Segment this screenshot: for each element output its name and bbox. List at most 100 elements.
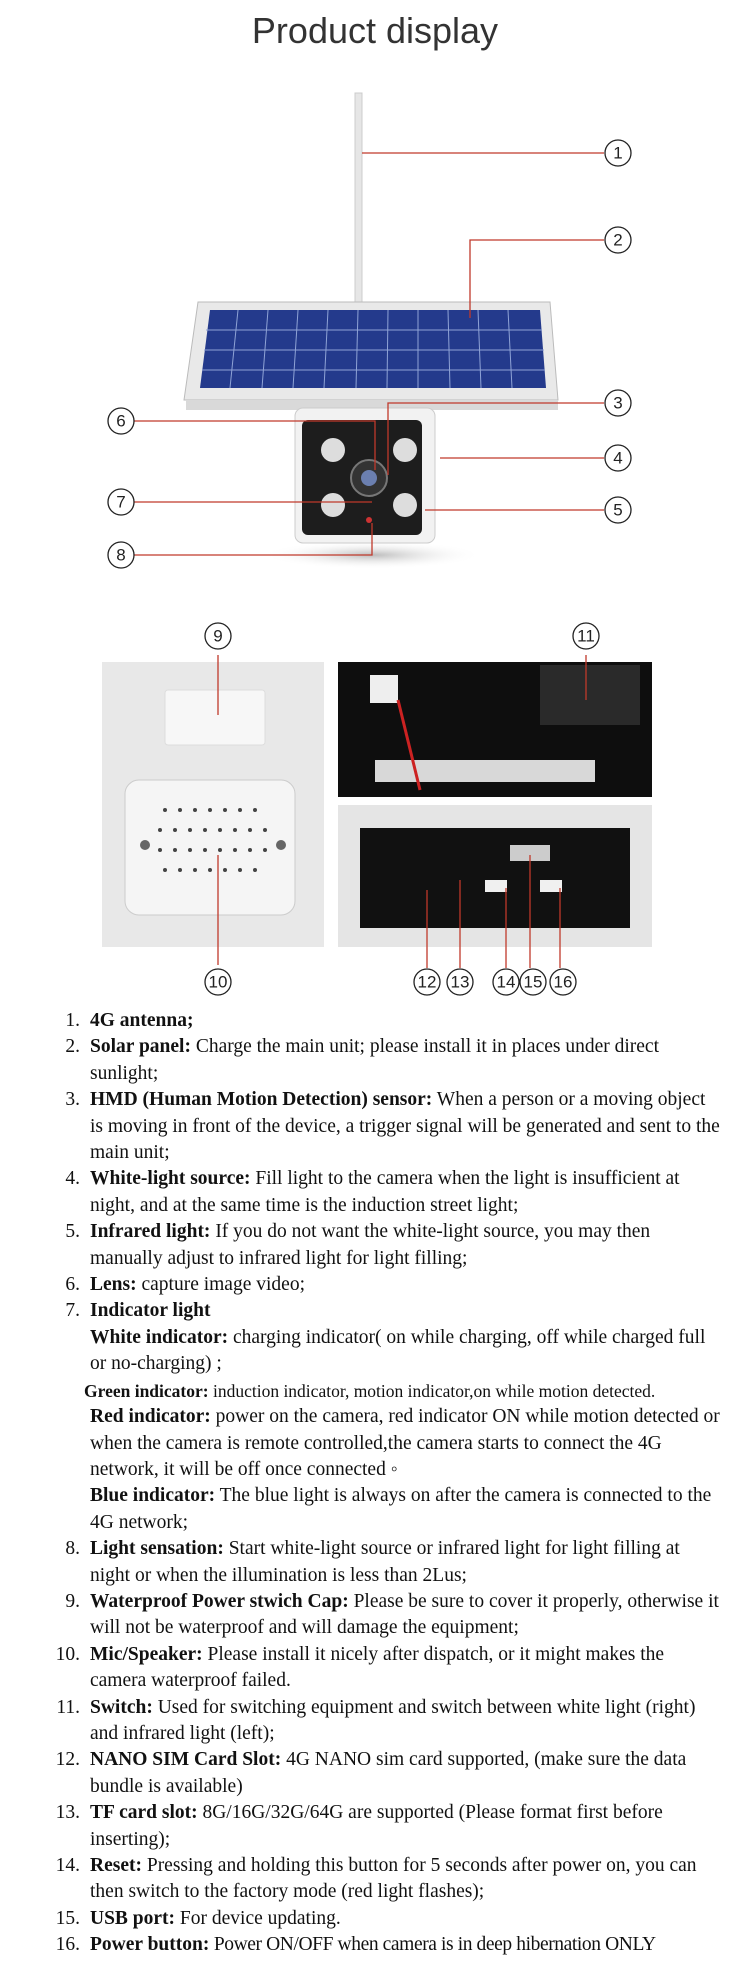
solar-panel [183, 301, 559, 410]
item-number: 2. [65, 1036, 80, 1058]
item-number: 6. [65, 1274, 80, 1296]
item-text: Pressing and holding this button for 5 s… [90, 1855, 697, 1903]
callout-6: 6 [107, 407, 135, 435]
item-label: Mic/Speaker: [90, 1643, 203, 1665]
callout-8: 8 [107, 541, 135, 569]
callout-1: 1 [604, 139, 632, 167]
item-label: Lens: [90, 1274, 137, 1296]
item-number: 4. [65, 1168, 80, 1190]
list-item: 2. Solar panel: Charge the main unit; ple… [42, 1034, 722, 1087]
item-number: 1. [65, 1010, 80, 1031]
item-label: 4G antenna; [90, 1010, 194, 1031]
svg-text:4: 4 [613, 449, 622, 468]
indicator-text: The blue light is always on after the ca… [90, 1485, 712, 1533]
svg-text:1: 1 [613, 144, 622, 163]
callout-16: 16 [549, 968, 577, 996]
svg-text:10: 10 [209, 973, 228, 992]
item-label: HMD (Human Motion Detection) sensor: [90, 1089, 433, 1111]
item-label: Power button: [90, 1934, 210, 1956]
svg-text:12: 12 [418, 973, 437, 992]
item-number: 5. [65, 1221, 80, 1243]
indicator-label: Red indicator: [90, 1406, 211, 1428]
item-label: Switch: [90, 1696, 153, 1718]
item-text: Charge the main unit; please install it … [90, 1036, 660, 1084]
list-item: 6. Lens: capture image video; [42, 1272, 722, 1298]
list-item: 3.HMD (Human Motion Detection) sensor: W… [42, 1087, 722, 1166]
item-text: Please be sure to cover it properly, oth… [90, 1590, 719, 1639]
list-item: 8. Light sensation: Start white-light sou… [42, 1536, 722, 1589]
list-item: 13.TF card slot: 8G/16G/32G/64G are supp… [42, 1800, 722, 1853]
list-item: 9. Waterproof Power stwich Cap: Please be… [42, 1589, 722, 1642]
item-label: Light sensation: [90, 1538, 224, 1560]
item-text: If you do not want the white-light sourc… [90, 1221, 651, 1269]
item-label: Reset: [90, 1855, 142, 1876]
list-item: 14. Reset: Pressing and holding this butt… [42, 1853, 722, 1906]
feature-list: 1. 4G antenna; 2. Solar panel: Charge the … [42, 1008, 722, 1959]
item-number: 9. [65, 1590, 80, 1612]
indicator-white: White indicator: charging indicator( on … [90, 1325, 722, 1378]
item-label: USB port: [90, 1907, 176, 1929]
product-figure: 1 2 3 4 5 6 7 8 9 10 11 12 13 14 15 16 [102, 92, 652, 996]
item-text: Power ON/OFF when camera is in deep hibe… [209, 1934, 656, 1956]
indicator-label: Blue indicator: [90, 1485, 216, 1507]
list-item: 7.Indicator light White indicator: charg… [42, 1298, 722, 1536]
indicator-text: power on the camera, red indicator ON wh… [90, 1406, 720, 1480]
list-item: 10. Mic/Speaker: Please install it nicely… [42, 1642, 722, 1695]
callout-3: 3 [604, 389, 632, 417]
svg-text:11: 11 [577, 627, 595, 646]
item-number: 15. [55, 1907, 80, 1929]
callout-9: 9 [204, 622, 232, 650]
indicator-green: Green indicator: induction indicator, mo… [84, 1378, 722, 1404]
item-text: Start white-light source or infrared lig… [90, 1538, 680, 1586]
svg-text:14: 14 [497, 973, 516, 992]
list-item: 12.NANO SIM Card Slot: 4G NANO sim card … [42, 1747, 722, 1800]
list-item: 4. White-light source: Fill light to the … [42, 1166, 722, 1219]
callout-2: 2 [604, 226, 632, 254]
item-number: 11. [56, 1696, 80, 1718]
item-label: Solar panel: [90, 1036, 191, 1058]
list-item: 1. 4G antenna; [42, 1008, 722, 1034]
callout-11: 11 [572, 622, 600, 650]
svg-text:13: 13 [451, 973, 470, 992]
indicator-text: charging indicator( on while charging, o… [90, 1326, 706, 1375]
svg-text:5: 5 [613, 501, 622, 520]
page-title: Product display [251, 10, 499, 51]
svg-text:9: 9 [213, 627, 222, 646]
list-item: 5. Infrared light: If you do not want the… [42, 1219, 722, 1272]
item-number: 10. [55, 1643, 80, 1665]
callout-10: 10 [204, 968, 232, 996]
svg-text:7: 7 [116, 493, 125, 512]
item-text: 8G/16G/32G/64G are supported (Please for… [90, 1802, 663, 1850]
item-label: Waterproof Power stwich Cap: [90, 1590, 349, 1612]
callout-13: 13 [446, 968, 474, 996]
svg-text:16: 16 [554, 973, 573, 992]
indicator-red: Red indicator: power on the camera, red … [90, 1404, 722, 1483]
item-number: 8. [65, 1538, 80, 1560]
item-label: TF card slot: [90, 1802, 198, 1824]
svg-text:3: 3 [613, 394, 622, 413]
item-label: Infrared light: [90, 1221, 211, 1243]
item-label: NANO SIM Card Slot: [90, 1749, 282, 1771]
callout-4: 4 [604, 444, 632, 472]
list-item: 16. Power button: Power ON/OFF when camer… [42, 1932, 722, 1958]
callout-7: 7 [107, 488, 135, 516]
item-text: Fill light to the camera when the light … [90, 1168, 680, 1216]
leader-lines [133, 152, 604, 968]
list-item: 15. USB port: For device updating. [42, 1906, 722, 1932]
speaker-grille [140, 808, 286, 872]
item-label: Indicator light [90, 1300, 211, 1322]
item-text: capture image video; [136, 1274, 305, 1296]
svg-text:15: 15 [524, 973, 543, 992]
item-label: White-light source: [90, 1168, 251, 1190]
item-text: For device updating. [175, 1907, 341, 1929]
camera-body [262, 407, 482, 569]
item-number: 16. [55, 1934, 80, 1956]
list-item: 11.Switch: Used for switching equipment … [42, 1695, 722, 1748]
item-text: Please install it nicely after dispatch,… [90, 1643, 665, 1692]
indicator-text: induction indicator, motion indicator,on… [208, 1380, 656, 1401]
svg-text:2: 2 [613, 231, 622, 250]
item-number: 3. [65, 1089, 80, 1111]
svg-text:8: 8 [116, 546, 125, 565]
item-number: 14. [55, 1855, 80, 1876]
item-number: 12. [55, 1749, 80, 1771]
